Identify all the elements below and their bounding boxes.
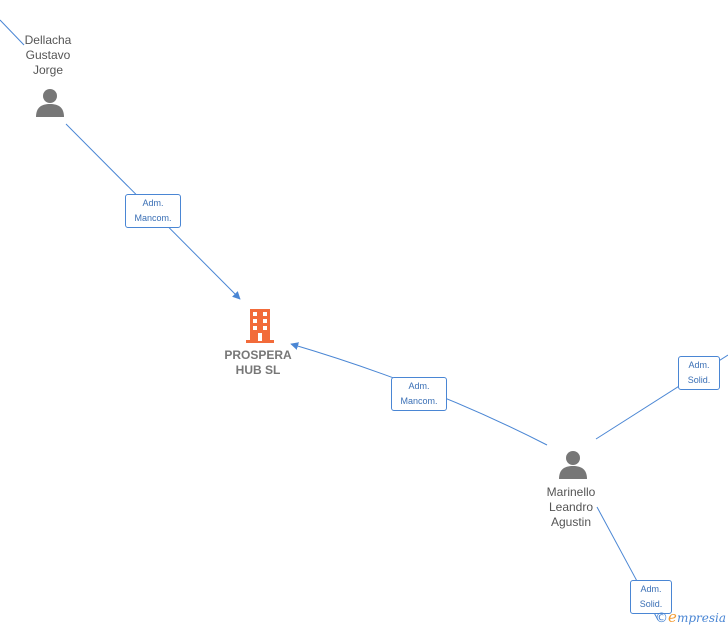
company-label-prospera-hub[interactable]: PROSPERA HUB SL [224,348,292,377]
person-icon[interactable] [558,449,588,479]
building-icon[interactable] [245,309,275,343]
copyright-symbol: © [655,611,669,626]
person-icon[interactable] [35,87,65,117]
edge-label-dellacha-company[interactable]: Adm. Mancom. [125,194,181,228]
empresia-watermark: ©empresia [655,608,726,626]
person-label-dellacha[interactable]: Dellacha Gustavo Jorge [24,33,72,77]
edge-label-marinello-right[interactable]: Adm. Solid. [678,356,720,390]
brand-rest: mpresia [676,611,726,625]
edge-line-offscreen-dellacha [0,19,25,46]
edge-label-marinello-company[interactable]: Adm. Mancom. [391,377,447,411]
person-label-marinello[interactable]: Marinello Leandro Agustin [546,485,596,529]
edge-label-marinello-bottom[interactable]: Adm. Solid. [630,580,672,614]
brand-initial: e [668,608,677,626]
